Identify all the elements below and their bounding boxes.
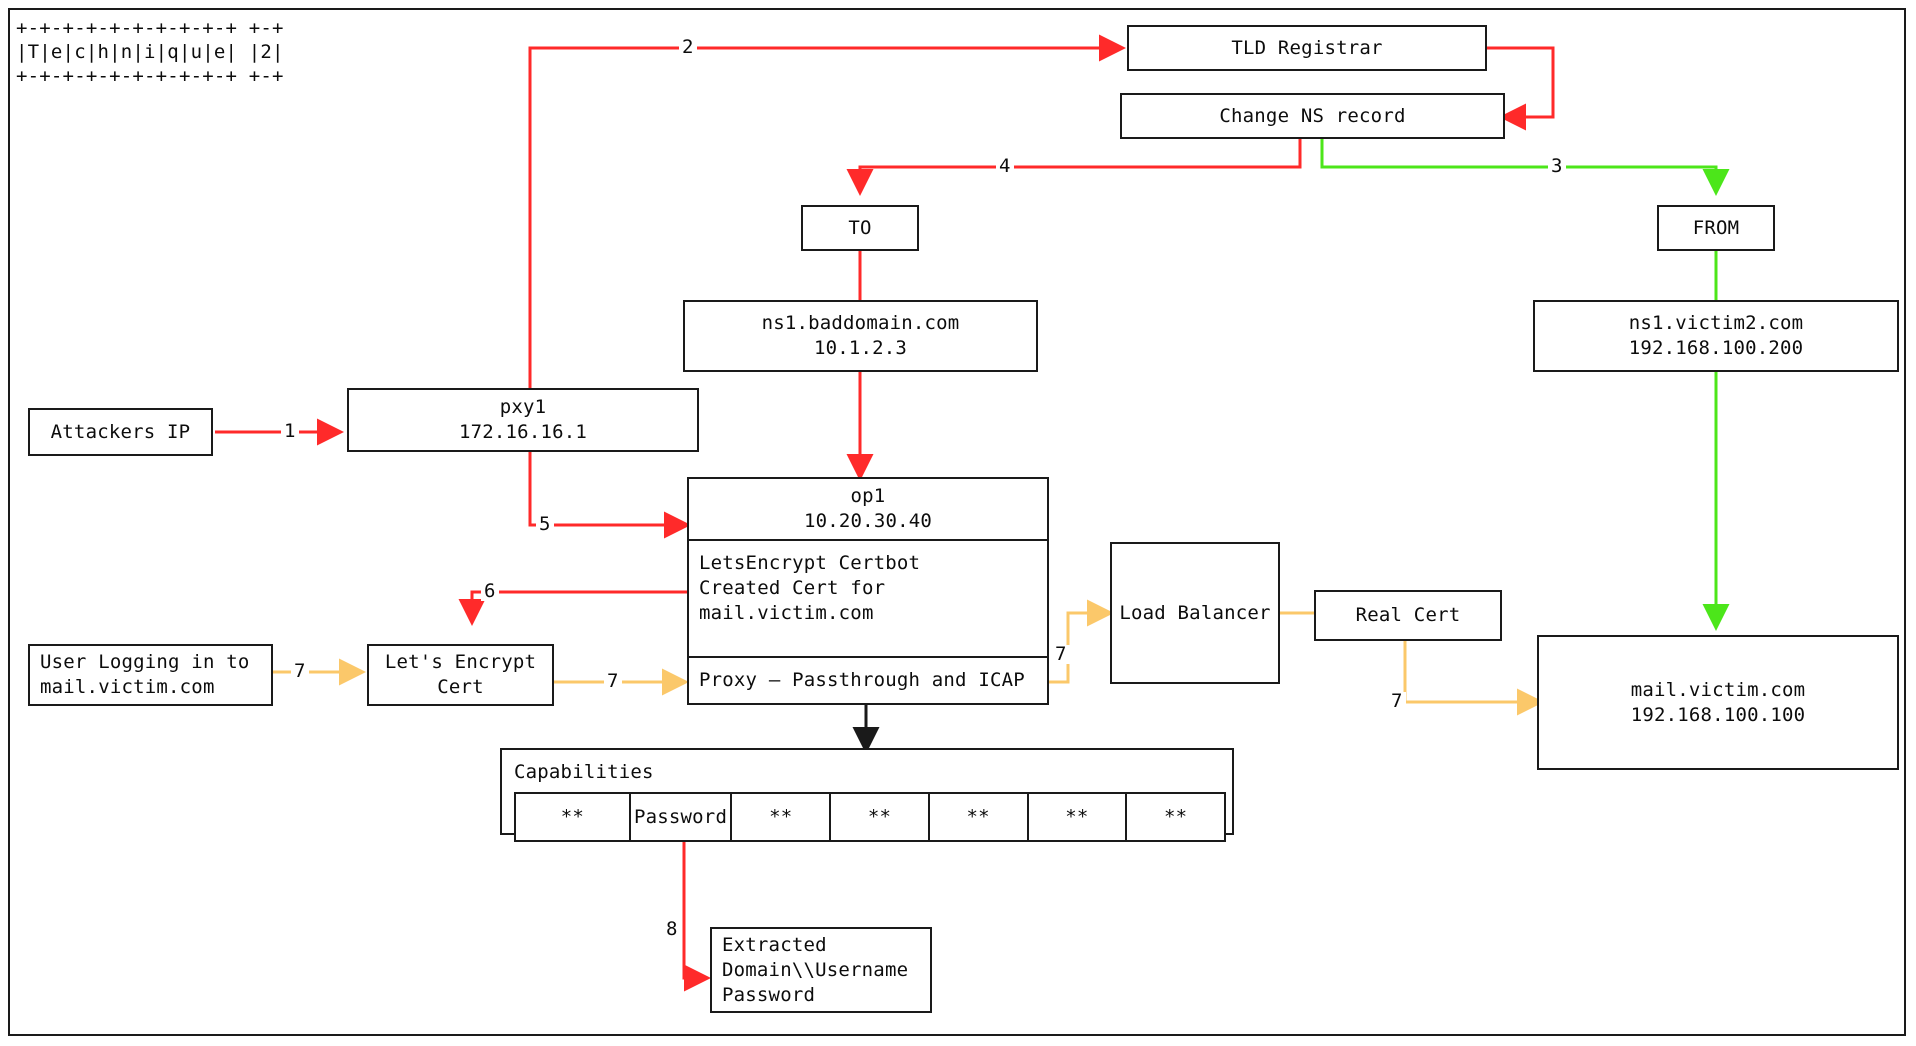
node-pxy1-line1: pxy1 <box>499 396 547 418</box>
node-op1[interactable]: op1 10.20.30.40 LetsEncrypt Certbot Crea… <box>687 477 1049 705</box>
capabilities-cell-3[interactable]: ** <box>831 794 930 840</box>
edge-label-6: 6 <box>481 582 499 601</box>
node-ns1-baddomain-line1: ns1.baddomain.com <box>761 312 960 334</box>
node-ns1-victim2-line2: 192.168.100.200 <box>1628 337 1804 359</box>
node-capabilities[interactable]: Capabilities ** Password ** ** ** ** ** <box>500 748 1234 842</box>
edge-label-2: 2 <box>679 38 697 57</box>
node-op1-cert-line2: Created Cert for <box>699 577 886 599</box>
node-lets-encrypt-cert-line2: Cert <box>437 676 484 698</box>
node-change-ns-record[interactable]: Change NS record <box>1120 93 1505 139</box>
node-op1-header: op1 10.20.30.40 <box>689 479 1047 541</box>
node-user-logging-in-line2: mail.victim.com <box>40 676 215 698</box>
node-attackers-ip[interactable]: Attackers IP <box>28 408 213 456</box>
capabilities-cell-1[interactable]: Password <box>631 794 733 840</box>
capabilities-cell-0[interactable]: ** <box>516 794 631 840</box>
edge-label-7a: 7 <box>291 662 309 681</box>
capabilities-cell-4[interactable]: ** <box>930 794 1029 840</box>
edge-label-7c: 7 <box>1052 645 1070 664</box>
node-real-cert[interactable]: Real Cert <box>1314 590 1502 641</box>
edge-label-7b: 7 <box>604 672 622 691</box>
node-op1-ip: 10.20.30.40 <box>803 510 933 532</box>
node-pxy1[interactable]: pxy1 172.16.16.1 <box>347 388 699 452</box>
edge-label-3: 3 <box>1548 157 1566 176</box>
node-extracted-line3: Password <box>722 983 816 1006</box>
node-user-logging-in[interactable]: User Logging in to mail.victim.com <box>28 644 273 706</box>
edge-label-4: 4 <box>996 157 1014 176</box>
node-real-cert-label: Real Cert <box>1355 604 1461 626</box>
edge-label-8: 8 <box>663 920 681 939</box>
capabilities-title: Capabilities <box>514 761 654 783</box>
capabilities-cell-5[interactable]: ** <box>1029 794 1128 840</box>
node-from[interactable]: FROM <box>1657 205 1775 251</box>
node-tld-registrar[interactable]: TLD Registrar <box>1127 25 1487 71</box>
node-ns1-victim2[interactable]: ns1.victim2.com 192.168.100.200 <box>1533 300 1899 372</box>
edge-label-1: 1 <box>281 422 299 441</box>
node-ns1-victim2-line1: ns1.victim2.com <box>1628 312 1804 334</box>
node-extracted-line2: Domain\\Username <box>722 958 909 981</box>
node-to-label: TO <box>848 216 872 239</box>
capabilities-cell-6[interactable]: ** <box>1127 794 1226 840</box>
node-op1-cert-line3: mail.victim.com <box>699 602 874 624</box>
node-lets-encrypt-cert[interactable]: Let's Encrypt Cert <box>367 644 554 706</box>
technique-title-ascii: +-+-+-+-+-+-+-+-+-+ +-+ |T|e|c|h|n|i|q|u… <box>16 17 284 87</box>
node-pxy1-line2: 172.16.16.1 <box>458 421 588 443</box>
node-load-balancer-label: Load Balancer <box>1119 601 1271 624</box>
node-user-logging-in-line1: User Logging in to <box>40 651 250 673</box>
node-load-balancer[interactable]: Load Balancer <box>1110 542 1280 684</box>
node-op1-proxy-row[interactable]: Proxy — Passthrough and ICAP <box>689 658 1047 703</box>
edge-label-5: 5 <box>536 515 554 534</box>
node-mail-victim-line1: mail.victim.com <box>1630 678 1806 701</box>
node-ns1-baddomain-line2: 10.1.2.3 <box>813 337 908 359</box>
capabilities-cell-row: ** Password ** ** ** ** ** <box>514 792 1226 842</box>
node-mail-victim[interactable]: mail.victim.com 192.168.100.100 <box>1537 635 1899 770</box>
node-op1-proxy-label: Proxy — Passthrough and ICAP <box>699 669 1025 691</box>
edge-label-7d: 7 <box>1388 692 1406 711</box>
node-lets-encrypt-cert-line1: Let's Encrypt <box>384 651 537 673</box>
node-to[interactable]: TO <box>801 205 919 251</box>
node-op1-cert-info: LetsEncrypt Certbot Created Cert for mai… <box>689 541 1047 658</box>
node-mail-victim-line2: 192.168.100.100 <box>1630 703 1806 726</box>
node-extracted-credentials[interactable]: Extracted Domain\\Username Password <box>710 927 932 1013</box>
node-from-label: FROM <box>1692 216 1740 239</box>
node-extracted-line1: Extracted <box>722 933 827 956</box>
node-attackers-ip-label: Attackers IP <box>50 420 191 443</box>
node-change-ns-record-label: Change NS record <box>1219 104 1406 127</box>
node-ns1-baddomain[interactable]: ns1.baddomain.com 10.1.2.3 <box>683 300 1038 372</box>
node-op1-cert-line1: LetsEncrypt Certbot <box>699 552 921 574</box>
capabilities-cell-2[interactable]: ** <box>732 794 832 840</box>
node-op1-hostname: op1 <box>850 485 886 507</box>
diagram-border <box>8 8 1906 1036</box>
node-tld-registrar-label: TLD Registrar <box>1231 36 1383 59</box>
